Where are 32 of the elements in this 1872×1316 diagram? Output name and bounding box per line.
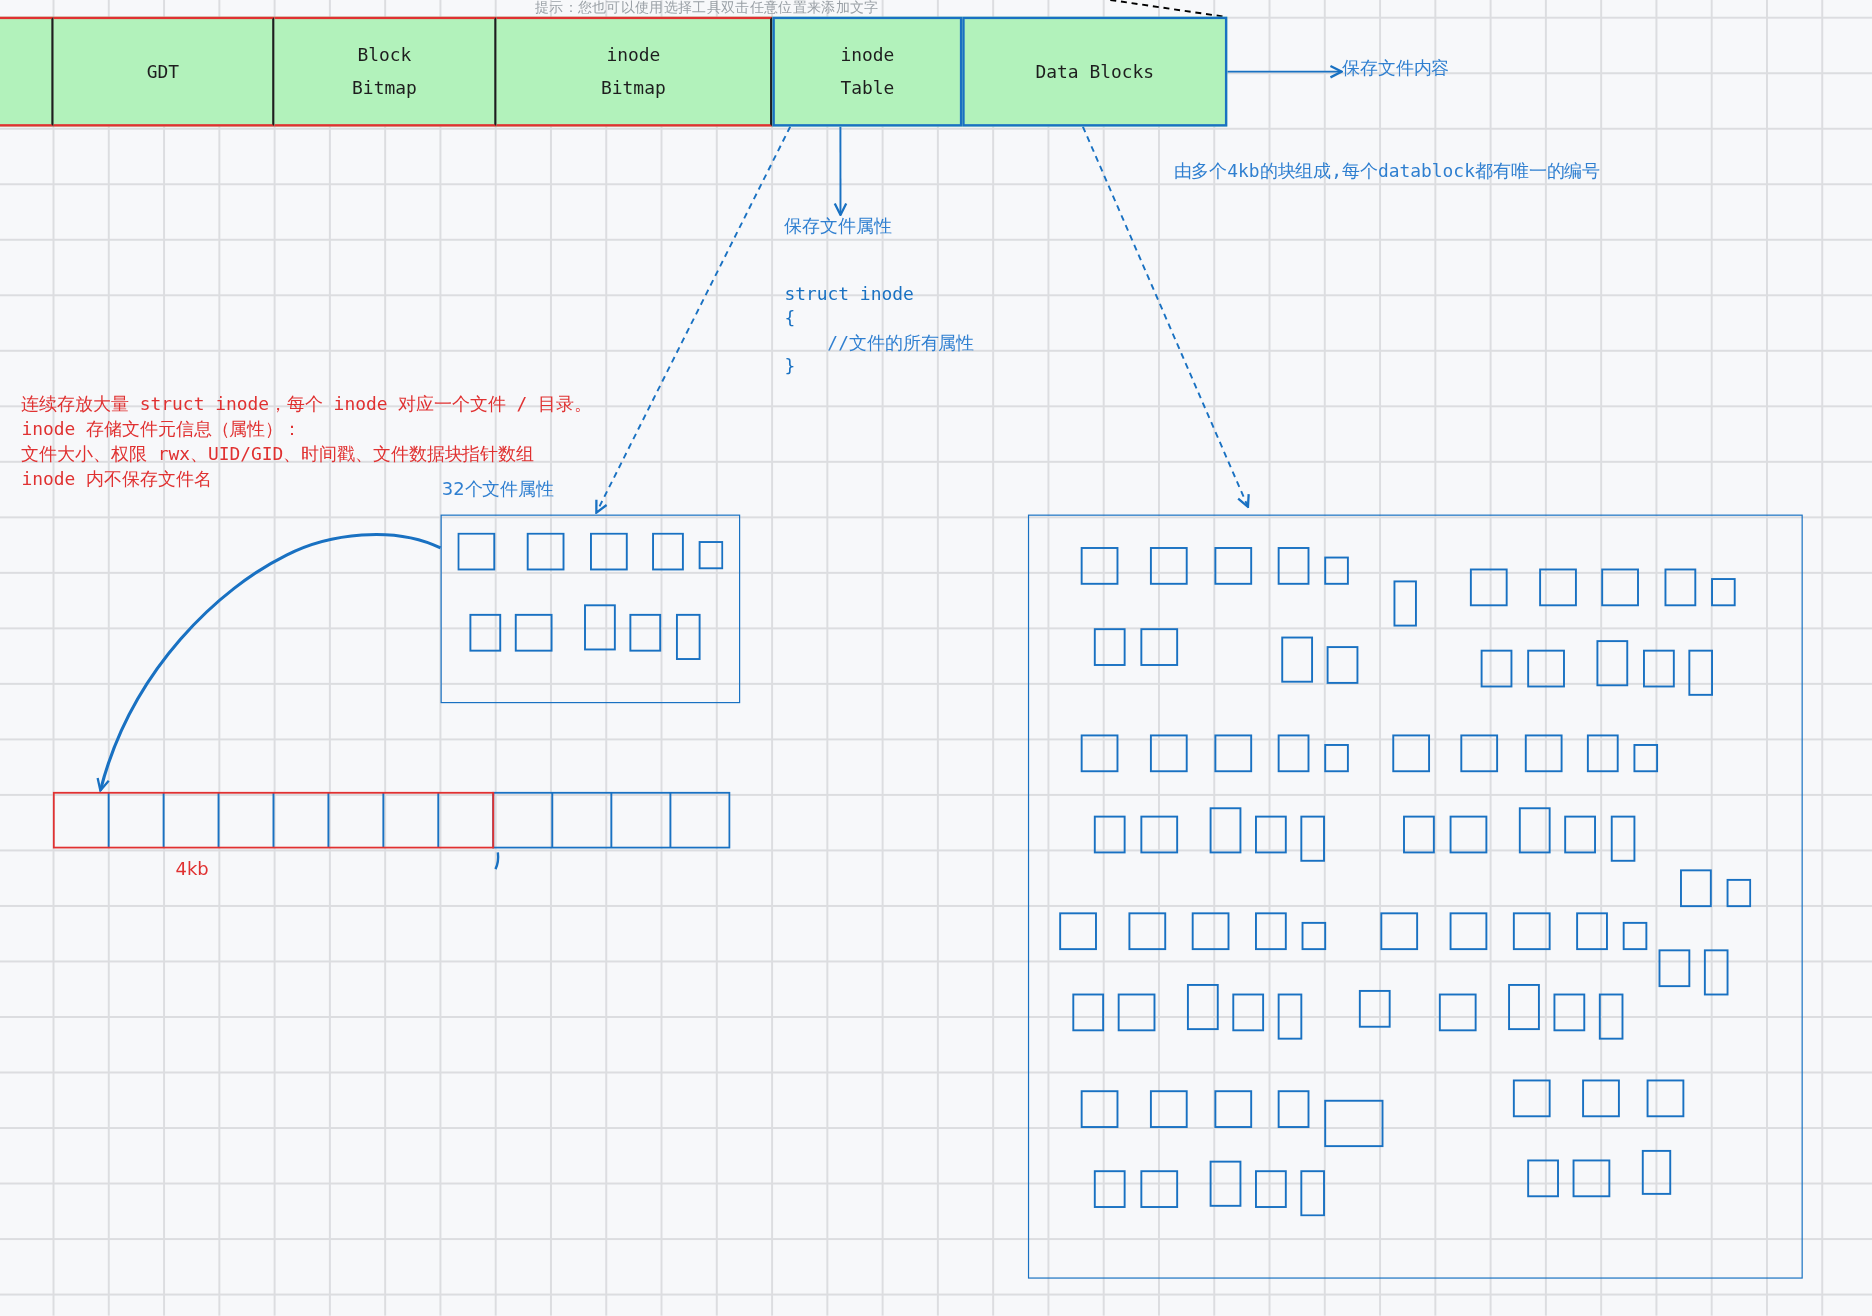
inode-table-box [440,514,741,704]
arrow [833,125,848,217]
memory-segment [962,16,1228,127]
memory-segment [496,16,773,127]
code-comment: //文件的所有属性 [827,331,975,355]
note-text: inode 内不保存文件名 [21,468,212,491]
block-strip [53,792,730,848]
note-text: inode 存储文件元信息（属性）： [21,417,302,441]
box-caption: 32个文件属性 [441,478,555,502]
segment-label: inode Bitmap [600,43,667,102]
size-label: 4kb [175,858,209,880]
segment-label: inode Table [839,43,896,102]
arrow [1226,64,1344,79]
dashed-arrow [595,125,792,514]
annotation-text: 保存文件内容 [1341,57,1450,80]
note-text: 连续存放大量 struct inode，每个 inode 对应一个文件 / 目录。 [21,392,592,416]
segment-label: GDT [145,59,181,85]
note-text: 文件大小、权限 rwx、UID/GID、时间戳、文件数据块指针数组 [21,442,535,466]
annotation-text: 保存文件属性 [784,214,892,238]
memory-segment [772,16,963,127]
arrow [97,533,442,792]
memory-segment [274,16,497,127]
code-line: struct inode [784,282,914,305]
memory-segment [0,16,54,127]
code-line: } [784,355,796,378]
memory-segment [53,16,275,127]
annotation-text: 由多个4kb的块组成,每个datablock都有唯一的编号 [1173,160,1601,183]
code-line: { [784,306,796,329]
segment-label: Block Bitmap [351,43,418,102]
dashed-arrow [1081,125,1250,509]
segment-label: Data Blocks [1034,59,1156,85]
hint-text: 提示：您也可以使用选择工具双击任意位置来添加文字 [534,0,879,16]
